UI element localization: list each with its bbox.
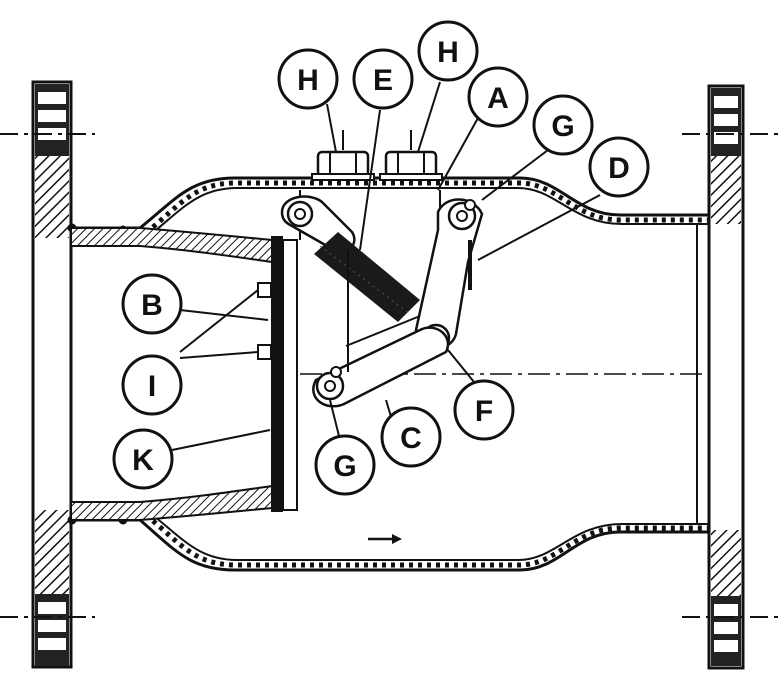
callout-I: I bbox=[121, 354, 183, 416]
svg-text:H: H bbox=[437, 36, 459, 69]
callout-E: E bbox=[352, 48, 414, 110]
svg-text:G: G bbox=[333, 450, 356, 483]
svg-text:F: F bbox=[475, 395, 493, 428]
callout-C: C bbox=[380, 406, 442, 468]
spring bbox=[314, 232, 420, 322]
svg-text:I: I bbox=[148, 370, 156, 403]
callout-H-right: H bbox=[417, 20, 479, 82]
callout-H-left: H bbox=[277, 48, 339, 110]
svg-text:C: C bbox=[400, 422, 422, 455]
svg-text:B: B bbox=[141, 289, 163, 322]
svg-text:H: H bbox=[297, 64, 319, 97]
left-flange bbox=[0, 80, 95, 669]
valve-body bbox=[67, 176, 710, 572]
flow-arrow-icon bbox=[368, 534, 402, 544]
valve-disc bbox=[257, 236, 298, 512]
svg-text:D: D bbox=[608, 152, 630, 185]
bolts bbox=[311, 130, 443, 181]
svg-text:G: G bbox=[551, 110, 574, 143]
callout-F: F bbox=[453, 379, 515, 441]
callout-G-upper: G bbox=[532, 94, 594, 156]
callout-B: B bbox=[121, 273, 183, 335]
lower-link bbox=[312, 250, 450, 408]
seat-ring bbox=[70, 227, 273, 521]
callout-K: K bbox=[112, 428, 174, 490]
callout-G-lower: G bbox=[314, 434, 376, 496]
right-flange bbox=[682, 84, 783, 670]
svg-text:E: E bbox=[373, 64, 393, 97]
svg-text:K: K bbox=[132, 444, 154, 477]
svg-text:A: A bbox=[487, 82, 509, 115]
callout-D: D bbox=[588, 136, 650, 198]
callout-A: A bbox=[467, 66, 529, 128]
